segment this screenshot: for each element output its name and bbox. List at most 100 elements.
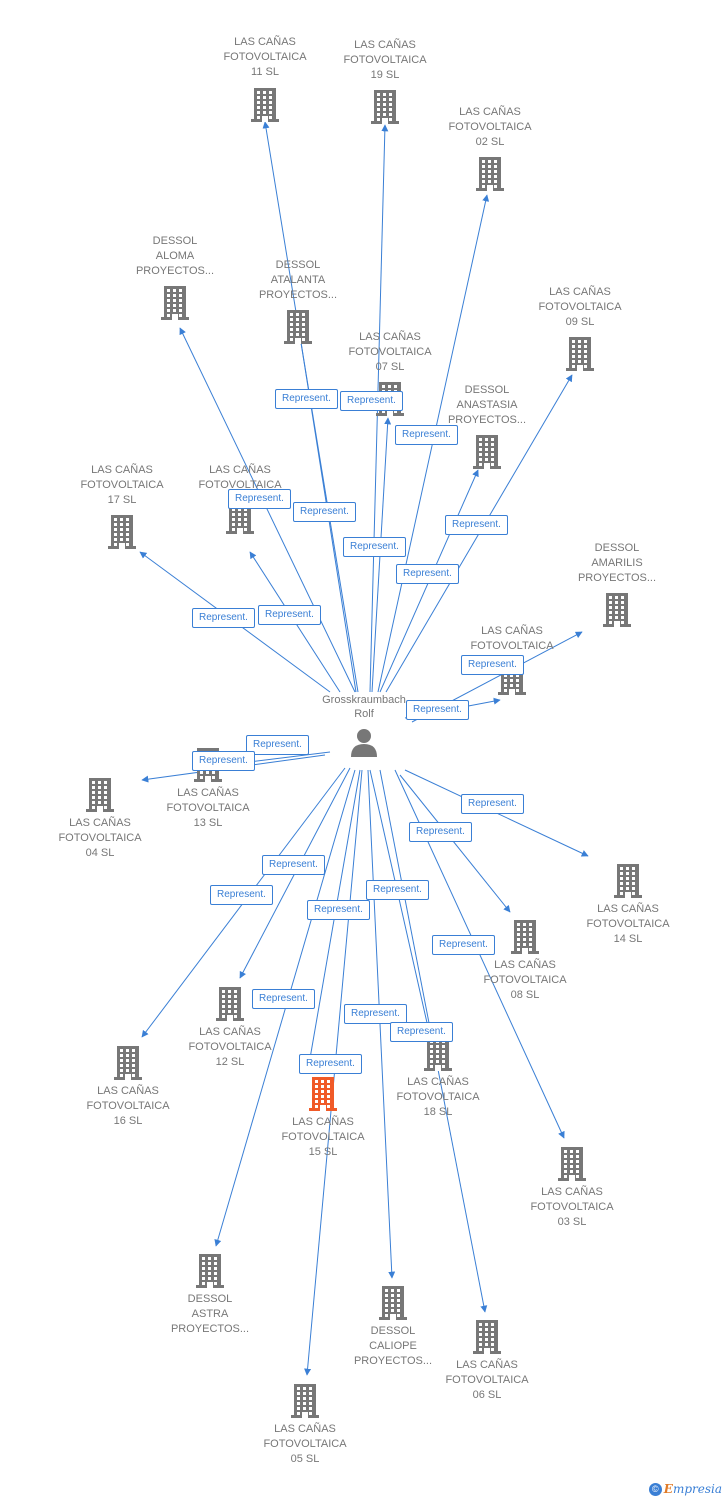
building-icon <box>558 1147 586 1181</box>
company-node-n14[interactable]: LAS CAÑAS FOTOVOLTAICA 14 SL <box>563 864 693 947</box>
building-icon <box>108 515 136 549</box>
building-icon <box>379 1286 407 1320</box>
company-label: DESSOL ANASTASIA PROYECTOS... <box>447 384 527 426</box>
relation-label-n15[interactable]: Represent. <box>307 900 370 920</box>
company-label: LAS CAÑAS FOTOVOLTAICA 02 SL <box>448 106 532 148</box>
relation-label-natalanta[interactable]: Represent. <box>293 502 356 522</box>
building-icon <box>86 778 114 812</box>
company-label: LAS CAÑAS FOTOVOLTAICA 15 SL <box>281 1116 365 1158</box>
building-icon <box>284 310 312 344</box>
edge-n15 <box>305 769 361 1071</box>
building-icon <box>424 1037 452 1071</box>
company-node-ncaliope[interactable]: DESSOL CALIOPE PROYECTOS... <box>328 1286 458 1369</box>
relation-label-n05[interactable]: Represent. <box>299 1054 362 1074</box>
company-node-n03[interactable]: LAS CAÑAS FOTOVOLTAICA 03 SL <box>507 1147 637 1230</box>
building-icon <box>309 1077 337 1111</box>
company-label: LAS CAÑAS FOTOVOLTAICA 08 SL <box>483 959 567 1001</box>
company-node-n12[interactable]: LAS CAÑAS FOTOVOLTAICA 12 SL <box>165 987 295 1070</box>
company-node-nanastasia[interactable]: DESSOL ANASTASIA PROYECTOS... <box>422 383 552 469</box>
company-node-n18[interactable]: LAS CAÑAS FOTOVOLTAICA 18 SL <box>373 1037 503 1120</box>
company-label: DESSOL ATALANTA PROYECTOS... <box>258 259 338 301</box>
building-icon <box>196 1254 224 1288</box>
relation-label-n11[interactable]: Represent. <box>275 389 338 409</box>
relation-label-n12[interactable]: Represent. <box>262 855 325 875</box>
building-icon <box>566 337 594 371</box>
company-label: LAS CAÑAS FOTOVOLTAICA 03 SL <box>530 1186 614 1228</box>
building-icon <box>603 593 631 627</box>
relation-label-n07[interactable]: Represent. <box>343 537 406 557</box>
company-node-namarilis[interactable]: DESSOL AMARILIS PROYECTOS... <box>552 541 682 627</box>
relation-label-n17[interactable]: Represent. <box>192 608 255 628</box>
company-label: DESSOL CALIOPE PROYECTOS... <box>353 1325 433 1367</box>
relation-label-n01[interactable]: Represent. <box>406 700 469 720</box>
building-icon <box>161 286 189 320</box>
center-person[interactable]: Grosskraumbach Rolf <box>304 693 424 757</box>
building-icon <box>476 157 504 191</box>
relation-label-ncaliope[interactable]: Represent. <box>344 1004 407 1024</box>
company-node-n08[interactable]: LAS CAÑAS FOTOVOLTAICA 08 SL <box>460 920 590 1003</box>
company-label: LAS CAÑAS FOTOVOLTAICA 14 SL <box>586 903 670 945</box>
center-person-name: Grosskraumbach Rolf <box>322 694 406 720</box>
company-node-nastra[interactable]: DESSOL ASTRA PROYECTOS... <box>145 1254 275 1337</box>
company-node-n09[interactable]: LAS CAÑAS FOTOVOLTAICA 09 SL <box>515 285 645 371</box>
company-node-n15[interactable]: LAS CAÑAS FOTOVOLTAICA 15 SL <box>258 1077 388 1160</box>
relation-label-n09[interactable]: Represent. <box>445 515 508 535</box>
company-label: LAS CAÑAS FOTOVOLTAICA 07 SL <box>348 331 432 373</box>
company-label: LAS CAÑAS FOTOVOLTAICA 06 SL <box>445 1359 529 1401</box>
building-icon <box>114 1046 142 1080</box>
company-node-n19[interactable]: LAS CAÑAS FOTOVOLTAICA 19 SL <box>320 38 450 124</box>
building-icon <box>614 864 642 898</box>
company-node-naloma[interactable]: DESSOL ALOMA PROYECTOS... <box>110 234 240 320</box>
relation-label-n04[interactable]: Represent. <box>192 751 255 771</box>
relation-label-n06[interactable]: Represent. <box>390 1022 453 1042</box>
company-label: LAS CAÑAS FOTOVOLTAICA 13 SL <box>166 787 250 829</box>
relation-label-n02[interactable]: Represent. <box>395 425 458 445</box>
copyright-icon: © <box>648 1483 662 1496</box>
relation-label-nastra[interactable]: Represent. <box>252 989 315 1009</box>
company-node-n02[interactable]: LAS CAÑAS FOTOVOLTAICA 02 SL <box>425 105 555 191</box>
company-node-n06[interactable]: LAS CAÑAS FOTOVOLTAICA 06 SL <box>422 1320 552 1403</box>
building-icon <box>371 90 399 124</box>
building-icon <box>473 435 501 469</box>
relation-label-nanastasia[interactable]: Represent. <box>396 564 459 584</box>
relation-label-naloma[interactable]: Represent. <box>228 489 291 509</box>
company-label: LAS CAÑAS FOTOVOLTAICA 18 SL <box>396 1076 480 1118</box>
relation-label-n08[interactable]: Represent. <box>409 822 472 842</box>
company-label: LAS CAÑAS FOTOVOLTAICA 05 SL <box>263 1423 347 1465</box>
building-icon <box>291 1384 319 1418</box>
company-label: DESSOL ASTRA PROYECTOS... <box>170 1293 250 1335</box>
company-label: LAS CAÑAS FOTOVOLTAICA 16 SL <box>86 1085 170 1127</box>
building-icon <box>251 88 279 122</box>
company-node-n11[interactable]: LAS CAÑAS FOTOVOLTAICA 11 SL <box>200 35 330 122</box>
company-label: LAS CAÑAS FOTOVOLTAICA <box>198 464 282 491</box>
company-node-n16[interactable]: LAS CAÑAS FOTOVOLTAICA 16 SL <box>63 1046 193 1129</box>
company-node-n17[interactable]: LAS CAÑAS FOTOVOLTAICA 17 SL <box>57 463 187 549</box>
relation-label-n14[interactable]: Represent. <box>461 794 524 814</box>
relation-label-n03[interactable]: Represent. <box>432 935 495 955</box>
company-label: LAS CAÑAS FOTOVOLTAICA 09 SL <box>538 286 622 328</box>
company-label: LAS CAÑAS FOTOVOLTAICA 11 SL <box>223 36 307 78</box>
company-label: LAS CAÑAS FOTOVOLTAICA <box>470 625 554 652</box>
company-label: LAS CAÑAS FOTOVOLTAICA 12 SL <box>188 1026 272 1068</box>
edge-ncaliope <box>367 769 396 1279</box>
edge-n18 <box>369 769 435 1046</box>
company-label: LAS CAÑAS FOTOVOLTAICA 17 SL <box>80 464 164 506</box>
person-icon <box>351 729 377 757</box>
relation-label-namarilis[interactable]: Represent. <box>461 655 524 675</box>
brand-initial: E <box>663 1482 673 1496</box>
edge-n08 <box>399 774 511 913</box>
company-node-n04[interactable]: LAS CAÑAS FOTOVOLTAICA 04 SL <box>35 778 165 861</box>
company-label: DESSOL AMARILIS PROYECTOS... <box>577 542 657 584</box>
relation-label-n10[interactable]: Represent. <box>258 605 321 625</box>
company-node-natalanta[interactable]: DESSOL ATALANTA PROYECTOS... <box>233 258 363 344</box>
company-label: LAS CAÑAS FOTOVOLTAICA 04 SL <box>58 817 142 859</box>
building-icon <box>511 920 539 954</box>
relation-label-n13[interactable]: Represent. <box>246 735 309 755</box>
brand-rest: mpresia <box>672 1482 722 1496</box>
building-icon <box>473 1320 501 1354</box>
relation-label-n19[interactable]: Represent. <box>340 391 403 411</box>
company-node-n05[interactable]: LAS CAÑAS FOTOVOLTAICA 05 SL <box>240 1384 370 1467</box>
relation-label-n18[interactable]: Represent. <box>366 880 429 900</box>
relation-label-n16[interactable]: Represent. <box>210 885 273 905</box>
